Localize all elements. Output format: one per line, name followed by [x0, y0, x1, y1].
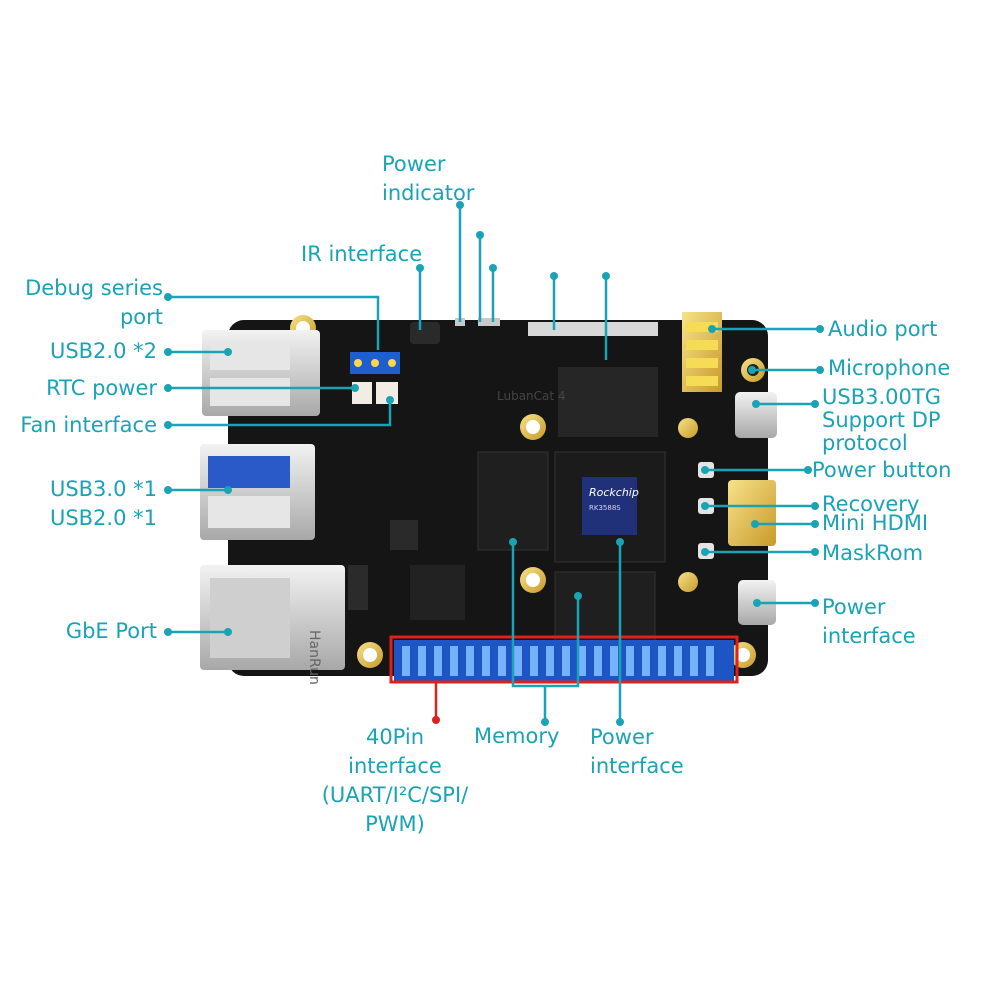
- label-gbe-port: GbE Port: [65, 619, 157, 643]
- ic-small: [390, 520, 418, 550]
- label-recovery: Recovery: [822, 492, 920, 516]
- label-usb30-usb20: USB3.0 *1 USB2.0 *1: [49, 477, 157, 530]
- ir-receiver: [410, 322, 440, 344]
- label-audio-port: Audio port: [828, 317, 938, 341]
- label-power-interface-right: Power interface: [822, 595, 916, 648]
- leader-lines: [168, 205, 820, 722]
- gbe-connector: HanRun: [200, 565, 345, 685]
- label-maskrom: MaskRom: [822, 541, 924, 565]
- gpio-highlight-box: [389, 635, 739, 684]
- debug-header: [350, 352, 400, 374]
- label-microphone: Microphone: [828, 356, 951, 380]
- gpio-40pin-header: [389, 635, 739, 684]
- ethernet-brand-print: HanRun: [306, 630, 322, 685]
- usb20-dual-connector: [202, 330, 320, 416]
- label-ir-interface: IR interface: [301, 242, 423, 266]
- usb-c-otg-connector: [735, 392, 777, 438]
- gpio-leader-dot: [432, 716, 440, 724]
- label-mini-hdmi: Mini HDMI: [822, 511, 929, 535]
- emmc-chip: [558, 367, 658, 437]
- label-rtc-power: RTC power: [46, 376, 157, 400]
- label-power-interface-bottom: Power interface: [590, 725, 684, 778]
- audio-jacks: [682, 312, 722, 392]
- label-usb20-x2: USB2.0 *2: [49, 339, 157, 363]
- memory-chip-bottom: [554, 571, 656, 643]
- soc-chip: Rockchip RK3588S: [554, 451, 666, 563]
- mini-hdmi-connector: [728, 480, 776, 546]
- soc-brand-print: Rockchip: [589, 486, 639, 499]
- label-power-button: Power button: [812, 458, 952, 482]
- label-debug-series-port: Debug series port: [25, 276, 163, 329]
- leader-dots: [164, 201, 824, 726]
- usb30-connector: [200, 444, 315, 540]
- memory-chip-left: [477, 451, 549, 551]
- label-40pin-interface: 40Pin interface (UART/I²C/SPI/ PWM): [321, 725, 469, 836]
- soc-model-print: RK3588S: [589, 504, 621, 512]
- label-usb3-otg: USB3.00TG Support DP protocol: [822, 385, 941, 455]
- board-name-print: LubanCat 4: [497, 389, 566, 403]
- pmic-chip: [410, 565, 465, 620]
- top-leds: [478, 318, 500, 326]
- label-fan-interface: Fan interface: [20, 413, 157, 437]
- fpc-connector: [528, 322, 658, 336]
- capacitor-block: [348, 565, 368, 610]
- label-memory: Memory: [474, 724, 560, 748]
- label-power-indicator: Power indicator: [382, 152, 475, 205]
